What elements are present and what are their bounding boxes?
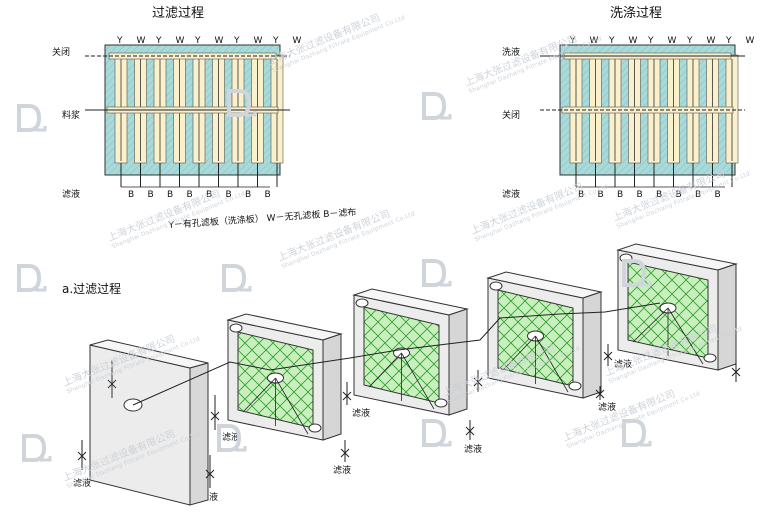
frame-4-flow — [632, 307, 669, 343]
bottom-title: a.过滤过程 — [62, 282, 122, 296]
outlet-letter-7: B — [264, 190, 271, 200]
filter-frames — [226, 243, 738, 441]
plate-letter-r-4: Y — [648, 36, 654, 46]
outlet-letter-r-1: B — [597, 190, 604, 200]
watermark-logo-icon — [15, 260, 49, 294]
filtration-process-title: 过滤过程 — [152, 6, 205, 21]
outlet-valves — [77, 344, 741, 488]
filtrate-label-2: 滤液 — [73, 479, 92, 489]
frame-2-flow — [368, 352, 402, 388]
watermark-logo-icon — [420, 88, 454, 122]
outlet-letter-r-0: B — [578, 190, 585, 200]
plate-letter-0: Y — [117, 36, 123, 46]
watermark-logo-icon — [420, 255, 454, 289]
plate-letter-r-3: W — [628, 36, 638, 46]
plate-letter-3: W — [175, 36, 185, 46]
frame-4-flow — [667, 307, 704, 365]
frame-3-port — [489, 281, 503, 291]
outlet-letter-1: B — [147, 190, 154, 200]
outlet-letter-r-2: B — [617, 190, 624, 200]
plate-letter-r-8: Y — [726, 36, 732, 46]
plate-letter-r-9: W — [745, 36, 755, 46]
frame-3-side — [582, 291, 602, 399]
plate-letter-r-6: Y — [687, 36, 693, 46]
frame-1-side — [322, 333, 342, 441]
watermark-logo-icon — [620, 255, 654, 289]
frame-2-port2 — [434, 398, 448, 408]
frame-3-flow — [502, 335, 536, 371]
frame-4-port2 — [703, 353, 717, 363]
filtrate-label: 滤液 — [62, 190, 81, 200]
plate-letter-8: Y — [273, 36, 279, 46]
watermark-logo-icon — [20, 430, 54, 464]
plate-letter-7: W — [253, 36, 263, 46]
washing-process-title: 洗涤过程 — [610, 6, 663, 21]
watermark-logo-icon — [225, 85, 259, 119]
close-label: 关闭 — [52, 48, 71, 58]
plate-letter-4: Y — [195, 36, 201, 46]
watermark-logo-icon — [215, 420, 249, 454]
plate-letter-r-5: W — [667, 36, 677, 46]
outlet-letter-0: B — [128, 190, 135, 200]
frame-3-port2 — [568, 381, 582, 391]
outlet-letter-6: B — [245, 190, 252, 200]
plate-letter-r-1: W — [589, 36, 599, 46]
frame-3-flow — [535, 335, 569, 393]
plate-letter-2: Y — [156, 36, 162, 46]
frame-2-flow — [401, 352, 435, 410]
frame-2-port — [355, 298, 369, 308]
plate-letter-9: W — [292, 36, 302, 46]
feed-channel — [561, 106, 734, 114]
outlet-letter-r-7: B — [714, 190, 721, 200]
plate-letter-1: W — [136, 36, 146, 46]
filtrate-label-5: 滤液 — [333, 466, 352, 476]
filtrate-label-7: 滤液 — [598, 403, 617, 413]
filtrate-label-1: 滤液 — [222, 433, 241, 443]
watermark-logo-icon — [420, 415, 454, 449]
outlet-letter-2: B — [167, 190, 174, 200]
outlet-letter-5: B — [225, 190, 232, 200]
outlet-letter-r-3: B — [636, 190, 643, 200]
wash-liquid-label: 洗液 — [502, 48, 521, 58]
outlet-letter-r-5: B — [675, 190, 682, 200]
plate-letter-r-2: Y — [609, 36, 615, 46]
frame-1-port — [229, 323, 243, 333]
watermark-logo-icon — [220, 260, 254, 294]
frame-1-flow — [242, 377, 276, 413]
close-label-right: 关闭 — [502, 111, 521, 121]
frame-2-side — [448, 308, 468, 416]
slurry-label: 料浆 — [62, 111, 81, 121]
outlet-letter-4: B — [206, 190, 213, 200]
frame-1-flow — [275, 377, 309, 435]
plate-letter-6: Y — [234, 36, 240, 46]
plate-pack-right — [540, 44, 745, 188]
frame-1-port2 — [308, 423, 322, 433]
plate-pack-left — [85, 44, 290, 188]
plate-letter-r-7: W — [706, 36, 716, 46]
outlet-letter-r-6: B — [695, 190, 702, 200]
plate-letter-5: W — [214, 36, 224, 46]
filtrate-label-right: 滤液 — [502, 190, 521, 200]
plate-letter-r-0: Y — [570, 36, 576, 46]
filtrate-label-3: 滤液 — [200, 493, 219, 503]
outlet-letter-r-4: B — [656, 190, 663, 200]
outlet-letter-3: B — [186, 190, 193, 200]
filtrate-label-8: 滤液 — [614, 360, 633, 370]
filtrate-label-4: 滤液 — [352, 409, 371, 419]
watermark-logo-icon — [620, 415, 654, 449]
filtrate-label-6: 滤液 — [464, 445, 483, 455]
watermark-logo-icon — [15, 100, 49, 134]
